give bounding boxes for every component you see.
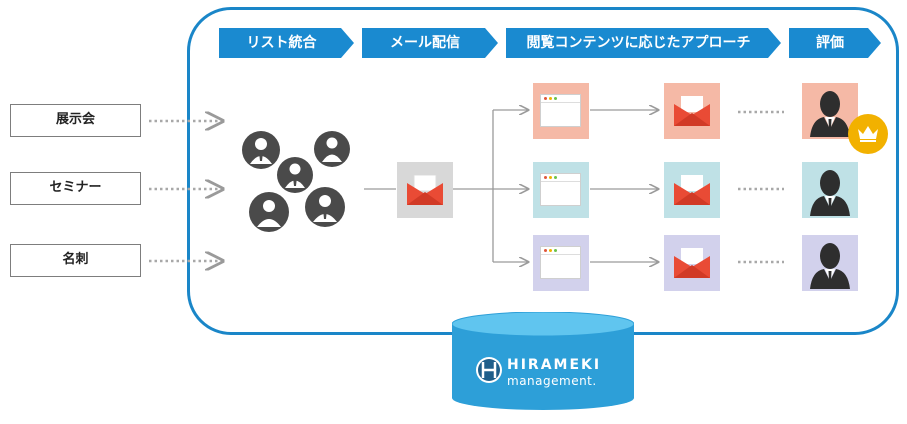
person-icon <box>810 243 850 289</box>
browser-window-icon <box>540 246 581 279</box>
followup-email-tile-1 <box>664 83 720 139</box>
followup-email-tile-3 <box>664 235 720 291</box>
envelope-icon <box>674 96 710 126</box>
content-page-tile-1 <box>533 83 589 139</box>
evaluation-person-tile-1 <box>802 83 858 139</box>
step-evaluation: 評価 <box>789 28 881 58</box>
person-icon <box>810 91 850 137</box>
crown-badge <box>848 114 888 154</box>
database-subtitle: management. <box>507 374 597 388</box>
step-label: メール配信 <box>390 35 460 51</box>
browser-window-icon <box>540 94 581 127</box>
source-business-card: 名刺 <box>10 244 141 277</box>
evaluation-person-tile-3 <box>802 235 858 291</box>
step-label: 評価 <box>816 35 844 51</box>
source-seminar: セミナー <box>10 172 141 205</box>
content-page-tile-2 <box>533 162 589 218</box>
evaluation-person-tile-2 <box>802 162 858 218</box>
database-brand: HIRAMEKI <box>507 357 602 373</box>
email-tile <box>397 162 453 218</box>
envelope-icon <box>674 175 710 205</box>
contact-list-people-icon <box>242 131 350 232</box>
crown-icon <box>858 126 878 142</box>
step-label: 閲覧コンテンツに応じたアプローチ <box>526 35 751 51</box>
envelope-icon <box>674 248 710 278</box>
step-label: リスト統合 <box>246 35 317 51</box>
step-list-merge: リスト統合 <box>219 28 354 58</box>
step-content-approach: 閲覧コンテンツに応じたアプローチ <box>506 28 781 58</box>
person-icon <box>810 170 850 216</box>
envelope-icon <box>407 175 443 205</box>
database-icon <box>452 312 634 410</box>
browser-window-icon <box>540 173 581 206</box>
source-exhibition: 展示会 <box>10 104 141 137</box>
content-page-tile-3 <box>533 235 589 291</box>
followup-email-tile-2 <box>664 162 720 218</box>
step-email-delivery: メール配信 <box>362 28 498 58</box>
